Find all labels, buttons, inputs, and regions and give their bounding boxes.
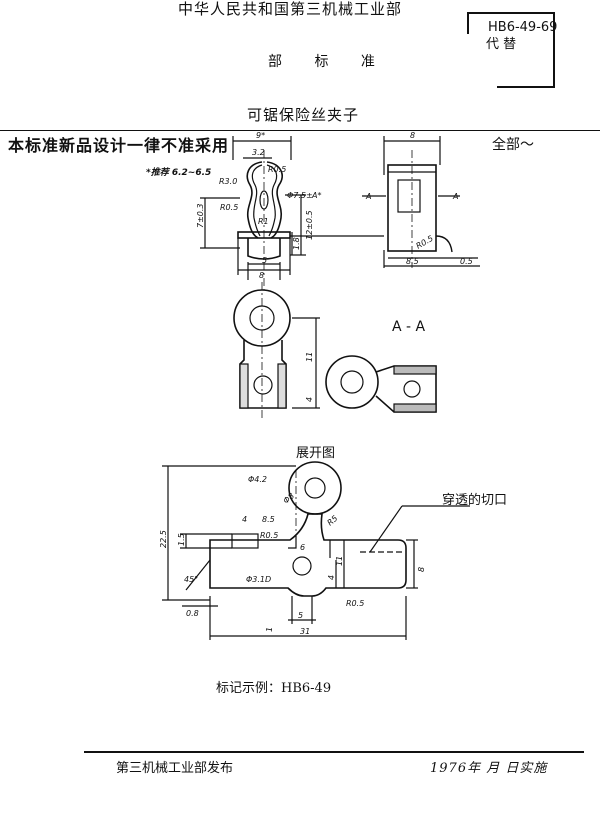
side-view xyxy=(362,136,480,268)
dim-side-arrow-right: A xyxy=(452,192,458,201)
code-box xyxy=(467,12,555,88)
dim-side-top: 8 xyxy=(410,131,415,140)
dim-side-arrow-left: A xyxy=(365,192,371,201)
dim-dev-dia-top: Φ4.2 xyxy=(248,475,267,484)
dim-lower-h: 11 xyxy=(305,352,314,362)
dim-bottom-inner: 5 xyxy=(262,256,267,265)
section-label: A - A xyxy=(392,319,426,335)
marking-example: 标记示例：HB6-49 xyxy=(216,681,332,696)
dim-dev-6: 6 xyxy=(300,543,305,552)
dim-height-left: 7±0.3 xyxy=(196,203,205,228)
dim-dev-31: 31 xyxy=(300,627,310,636)
dim-dev-4: 4 xyxy=(242,515,247,524)
implementation-date: 1976年 月 日实施 xyxy=(430,761,548,776)
title-divider xyxy=(0,130,600,131)
dim-dev-4b: 4 xyxy=(327,575,336,580)
dim-bottom-outer: 8 xyxy=(259,271,264,280)
dim-lower-small: 4 xyxy=(305,397,314,402)
dim-dev-85: 8.5 xyxy=(262,515,275,524)
dim-dev-1: 1 xyxy=(265,627,274,632)
dim-dia-right: Φ7.5± xyxy=(287,191,313,200)
page-title: 可锯保险丝夹子 xyxy=(247,106,360,124)
ministry-header: 中华人民共和国第三机械工业部 xyxy=(178,0,403,18)
dim-r-top-left: R3.0 xyxy=(219,177,237,186)
dim-dev-r5: R5 xyxy=(326,514,340,528)
notice-text: 本标准新品设计一律不准采用 xyxy=(8,136,230,155)
dim-front-top: 9* xyxy=(256,131,265,140)
unfold-label: 展开图 xyxy=(296,446,336,461)
front-view xyxy=(200,136,384,290)
standard-code: HB6-49-69 xyxy=(488,20,558,35)
dim-front-inner: 3.2 xyxy=(252,148,265,157)
dim-dev-dia-lower: Φ3.1D xyxy=(246,575,271,584)
replaces-label: 代 替 xyxy=(486,37,517,52)
dim-height-small: 1.8 xyxy=(292,237,301,250)
dim-r-top-right: R0.5 xyxy=(268,165,286,174)
dim-dev-angle: 45° xyxy=(184,575,198,584)
dim-r-inner: R1 xyxy=(258,217,269,226)
dim-dev-11: 11 xyxy=(335,556,344,566)
footer-divider xyxy=(84,751,584,753)
dim-dev-08: 0.8 xyxy=(186,609,199,618)
dim-dev-5: 5 xyxy=(298,611,303,620)
dim-star-mark: A* xyxy=(311,191,321,200)
dim-dev-8: 8 xyxy=(417,567,426,572)
surface-finish-note: 全部～ xyxy=(492,137,534,153)
dimension-labels: 9* 3.2 *推荐 6.2~6.5 R3.0 R0.5 R0.5 R1 Φ7.… xyxy=(146,131,473,636)
dim-dev-15: 1.5 xyxy=(177,533,186,546)
lower-view xyxy=(233,282,320,420)
dim-dev-r05b: R0.5 xyxy=(346,599,364,608)
dim-r-mid-left: R0.5 xyxy=(220,203,238,212)
dim-dev-r05a: R0.5 xyxy=(260,531,278,540)
publisher: 第三机械工业部发布 xyxy=(116,761,234,776)
dim-height-right: 12±0.5 xyxy=(305,210,314,240)
department-standard: 部 标 准 xyxy=(268,54,389,70)
dim-dev-height: 22.5 xyxy=(159,530,168,548)
cutout-label: 穿透的切口 xyxy=(442,493,508,508)
section-aa-view xyxy=(325,355,437,413)
dim-side-thick: 0.5 xyxy=(460,257,473,266)
development-view xyxy=(162,461,470,640)
dim-front-left-label: *推荐 6.2~6.5 xyxy=(146,167,211,178)
dim-side-bottom: 8.5 xyxy=(406,257,419,266)
dim-side-radius: R0.5 xyxy=(415,234,435,251)
